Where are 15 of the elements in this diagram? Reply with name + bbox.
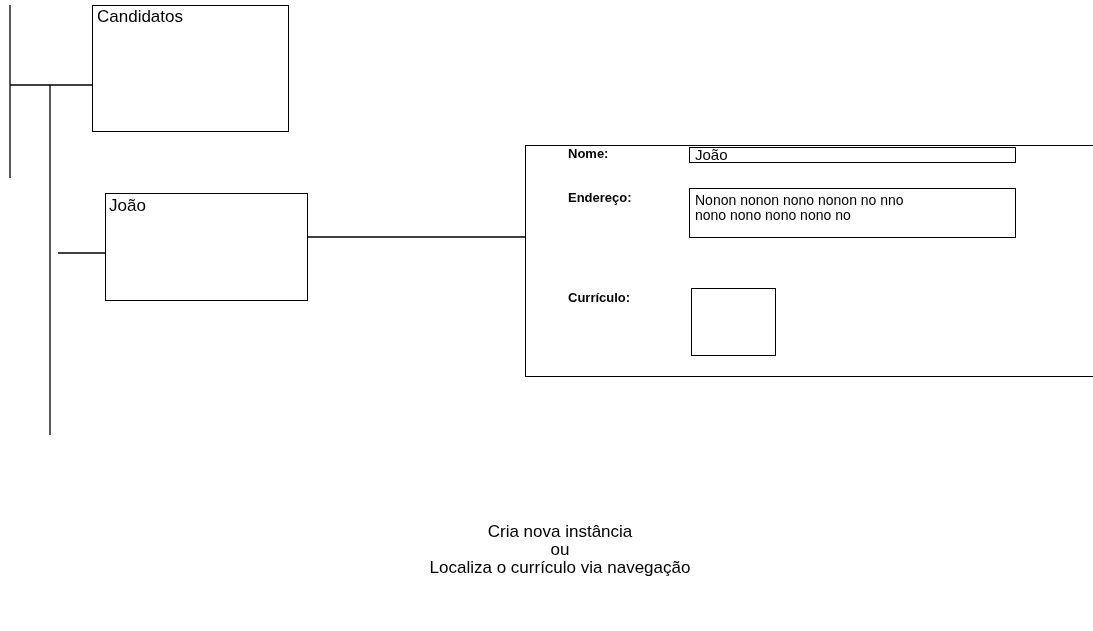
tree-node-box: João	[105, 193, 308, 301]
connector-line	[9, 84, 93, 86]
tree-node-box: Candidatos	[92, 5, 289, 132]
form-panel	[525, 145, 1093, 377]
text-field: João	[689, 147, 1016, 163]
instruction-text: Cria nova instância	[487, 523, 633, 541]
connector-line	[57, 252, 106, 254]
instruction-text: ou	[550, 541, 570, 559]
text-field: Nonon nonon nono nonon no nno nono nono nono nono no	[689, 188, 1016, 238]
image-field	[691, 288, 776, 356]
field-label: Currículo:	[568, 290, 631, 305]
field-label: Nome:	[568, 146, 609, 161]
connector-line	[307, 236, 526, 238]
field-label: Endereço:	[568, 190, 632, 205]
instruction-text: Localiza o currículo via navegação	[429, 559, 691, 577]
